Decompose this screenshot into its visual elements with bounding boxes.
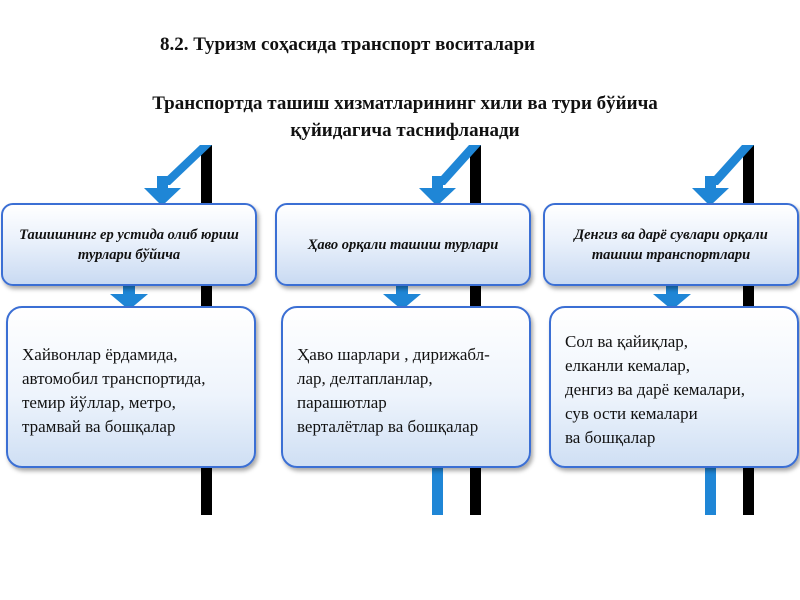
slide-subtitle: Транспортда ташиш хизматларининг хили ва… bbox=[60, 90, 750, 144]
category-header-air: Ҳаво орқали ташиш турлари bbox=[275, 203, 531, 286]
category-header-label: Ташишнинг ер устида олиб юриш турлари бў… bbox=[19, 226, 239, 263]
blue-stem-mid bbox=[123, 286, 135, 296]
blue-stem bbox=[432, 176, 443, 190]
blue-stem bbox=[157, 176, 168, 190]
category-body-text: Сол ва қайиқлар, елканли кемалар, денгиз… bbox=[565, 332, 746, 447]
category-body-air: Ҳаво шарлари , дирижабл- лар, делтапланл… bbox=[281, 306, 531, 468]
blue-stem bbox=[705, 176, 716, 190]
category-header-label: Денгиз ва дарё сувлари орқали ташиш тран… bbox=[574, 226, 768, 263]
blue-bent-arrow bbox=[433, 145, 481, 185]
category-body-water: Сол ва қайиқлар, елканли кемалар, денгиз… bbox=[549, 306, 799, 468]
slide-title: 8.2. Туризм соҳасида транспорт воситалар… bbox=[160, 34, 535, 55]
category-header-water: Денгиз ва дарё сувлари орқали ташиш тран… bbox=[543, 203, 799, 286]
blue-arrowhead bbox=[419, 188, 456, 206]
blue-arrowhead-mid bbox=[110, 294, 148, 310]
blue-stem-bottom bbox=[705, 466, 716, 515]
category-body-text: Хайвонлар ёрдамида, автомобил транспорти… bbox=[22, 345, 206, 436]
blue-arrowhead bbox=[692, 188, 729, 206]
blue-bent-arrow bbox=[158, 145, 212, 185]
category-header-land: Ташишнинг ер устида олиб юриш турлари бў… bbox=[1, 203, 257, 286]
blue-stem-mid bbox=[666, 286, 678, 296]
blue-stem-bottom bbox=[432, 466, 443, 515]
category-body-land: Хайвонлар ёрдамида, автомобил транспорти… bbox=[6, 306, 256, 468]
blue-arrowhead-mid bbox=[653, 294, 691, 310]
subtitle-line-2: қуйидагича таснифланади bbox=[290, 120, 520, 141]
blue-bent-arrow bbox=[706, 145, 754, 185]
category-header-label: Ҳаво орқали ташиш турлари bbox=[307, 236, 499, 253]
blue-arrowhead-mid bbox=[383, 294, 421, 310]
subtitle-line-1: Транспортда ташиш хизматларининг хили ва… bbox=[152, 93, 658, 114]
category-body-text: Ҳаво шарлари , дирижабл- лар, делтапланл… bbox=[297, 345, 490, 436]
blue-stem-mid bbox=[396, 286, 408, 296]
blue-arrowhead bbox=[144, 188, 181, 206]
